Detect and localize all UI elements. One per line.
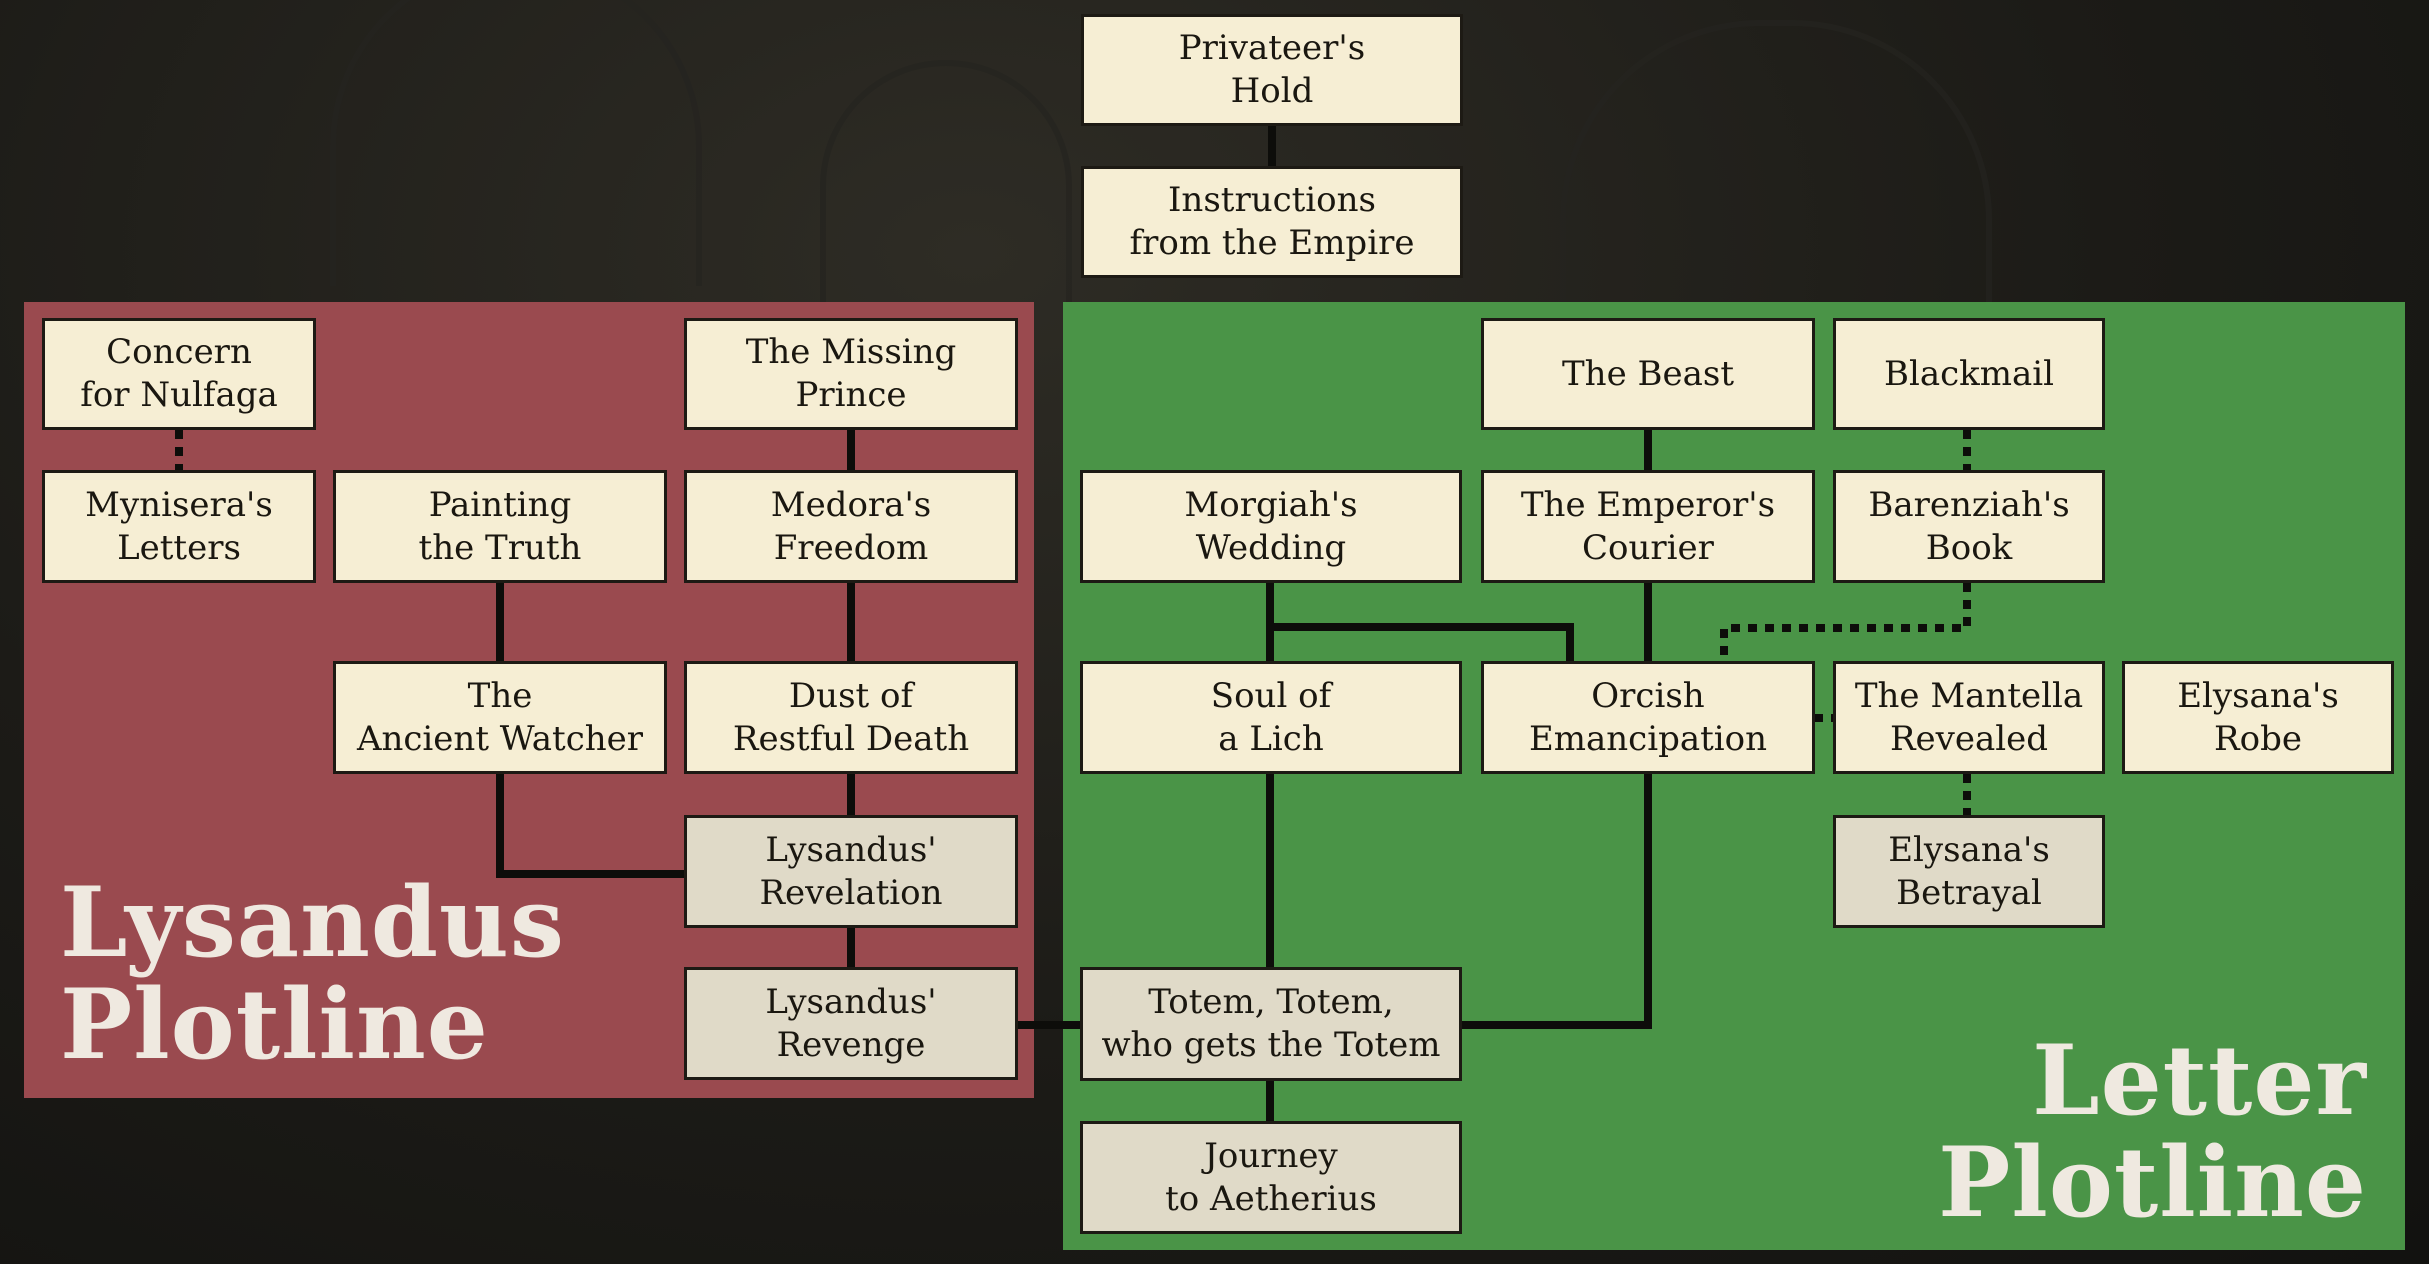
letter-plotline-panel: Letter Plotline [1063, 302, 2405, 1250]
link-orcish-totem [1462, 774, 1652, 1029]
link-watcher-revelation [496, 774, 684, 878]
quest-node-morgiahs-wedding: Morgiah's Wedding [1080, 470, 1462, 583]
quest-node-orcish-emancipation: Orcish Emancipation [1481, 661, 1815, 774]
quest-node-privateers-hold: Privateer's Hold [1081, 14, 1463, 126]
quest-node-instructions-from-the-empire: Instructions from the Empire [1081, 166, 1463, 278]
quest-node-myniseras-letters: Mynisera's Letters [42, 470, 316, 583]
quest-node-concern-for-nulfaga: Concern for Nulfaga [42, 318, 316, 430]
quest-node-the-ancient-watcher: The Ancient Watcher [333, 661, 667, 774]
quest-node-soul-of-a-lich: Soul of a Lich [1080, 661, 1462, 774]
background-arch [820, 60, 1072, 366]
quest-node-dust-of-restful-death: Dust of Restful Death [684, 661, 1018, 774]
quest-node-medoras-freedom: Medora's Freedom [684, 470, 1018, 583]
quest-node-elysanas-robe: Elysana's Robe [2122, 661, 2394, 774]
quest-node-painting-the-truth: Painting the Truth [333, 470, 667, 583]
background-arch [330, 0, 702, 286]
quest-node-journey-to-aetherius: Journey to Aetherius [1080, 1121, 1462, 1234]
quest-node-the-emperors-courier: The Emperor's Courier [1481, 470, 1815, 583]
link-barenziah-orcish-dotted [1720, 583, 1971, 661]
quest-node-blackmail: Blackmail [1833, 318, 2105, 430]
quest-node-the-missing-prince: The Missing Prince [684, 318, 1018, 430]
quest-node-totem-totem-who-gets-the-totem: Totem, Totem, who gets the Totem [1080, 967, 1462, 1081]
link-morgiah-orcish [1270, 623, 1574, 661]
quest-node-lysandus-revenge: Lysandus' Revenge [684, 967, 1018, 1080]
quest-node-elysanas-betrayal: Elysana's Betrayal [1833, 815, 2105, 928]
quest-node-the-mantella-revealed: The Mantella Revealed [1833, 661, 2105, 774]
lysandus-plotline-title: Lysandus Plotline [60, 866, 565, 1081]
quest-node-lysandus-revelation: Lysandus' Revelation [684, 815, 1018, 928]
letter-plotline-title: Letter Plotline [1938, 1024, 2367, 1239]
quest-node-the-beast: The Beast [1481, 318, 1815, 430]
quest-node-barenziahs-book: Barenziah's Book [1833, 470, 2105, 583]
